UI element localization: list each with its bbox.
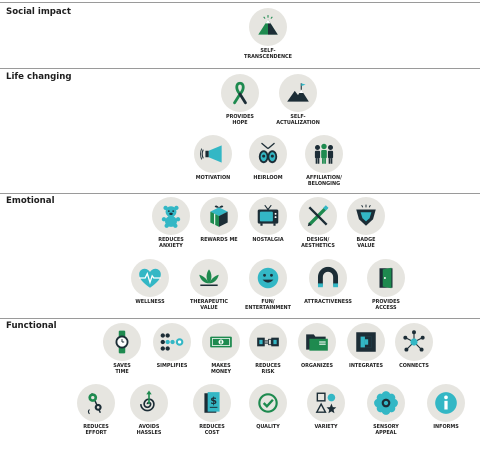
element-nostalgia: NOSTALGIA <box>233 197 303 244</box>
element-organizes: ORGANIZES <box>282 323 352 370</box>
teddy-bear-icon <box>161 205 181 228</box>
section-title-emotional: Emotional <box>6 196 55 206</box>
element-self-actualization: SELF-ACTUALIZATION <box>263 74 333 126</box>
integrate-icon <box>356 332 376 352</box>
element-integrates: INTEGRATES <box>331 323 401 370</box>
section-title-life-changing: Life changing <box>6 72 72 82</box>
element-wellness: WELLNESS <box>115 259 185 306</box>
gift-icon <box>210 205 228 227</box>
money-icon <box>210 336 232 348</box>
magnet-icon <box>317 266 339 288</box>
element-rewards-me: REWARDS ME <box>184 197 254 244</box>
heartbeat-icon <box>139 268 161 288</box>
check-icon <box>258 393 278 413</box>
gears-icon <box>87 392 102 415</box>
divider <box>0 2 480 3</box>
divider <box>0 68 480 69</box>
svg-text:$: $ <box>210 396 217 407</box>
divider <box>0 193 480 194</box>
section-title-functional: Functional <box>6 321 57 331</box>
folder-icon <box>306 334 328 351</box>
element-heirloom: HEIRLOOM <box>233 135 303 182</box>
element-self-transcendence: SELF-TRANSCENDENCE <box>233 8 303 60</box>
watch-icon <box>115 330 129 354</box>
element-connects: CONNECTS <box>379 323 449 370</box>
element-design-aesthetics: DESIGN/AESTHETICS <box>283 197 353 249</box>
plug-icon <box>257 337 279 347</box>
divider <box>0 318 480 319</box>
element-quality: QUALITY <box>233 384 303 431</box>
flower-icon <box>374 391 398 415</box>
element-motivation: MOTIVATION <box>178 135 248 182</box>
element-simplifies: SIMPLIFIES <box>137 323 207 370</box>
spiral-icon <box>140 390 155 412</box>
section-title-social-impact: Social impact <box>6 7 71 17</box>
group-icon <box>314 143 334 164</box>
ribbon-icon <box>233 81 247 105</box>
mountain-flag-icon <box>287 83 309 102</box>
pyramid-icon <box>258 15 278 35</box>
shapes-icon <box>315 392 337 414</box>
door-icon <box>379 267 393 289</box>
lotus-icon <box>199 269 219 287</box>
info-icon <box>435 392 457 414</box>
badge-icon <box>356 204 376 226</box>
element-attractiveness: ATTRACTIVENESS <box>293 259 363 306</box>
network-icon <box>403 330 425 352</box>
smiley-icon <box>257 267 279 289</box>
element-fun-entertainment: FUN/ENTERTAINMENT <box>233 259 303 311</box>
heirloom-icon <box>258 142 278 164</box>
megaphone-icon <box>200 145 222 163</box>
dots-icon <box>160 333 184 351</box>
pencil-icon <box>307 205 329 227</box>
price-tag-icon: $ <box>204 392 220 413</box>
tv-icon <box>257 204 279 226</box>
element-affiliation-belonging: AFFILIATION/BELONGING <box>289 135 359 187</box>
element-informs: INFORMS <box>411 384 481 431</box>
element-variety: VARIETY <box>291 384 361 431</box>
